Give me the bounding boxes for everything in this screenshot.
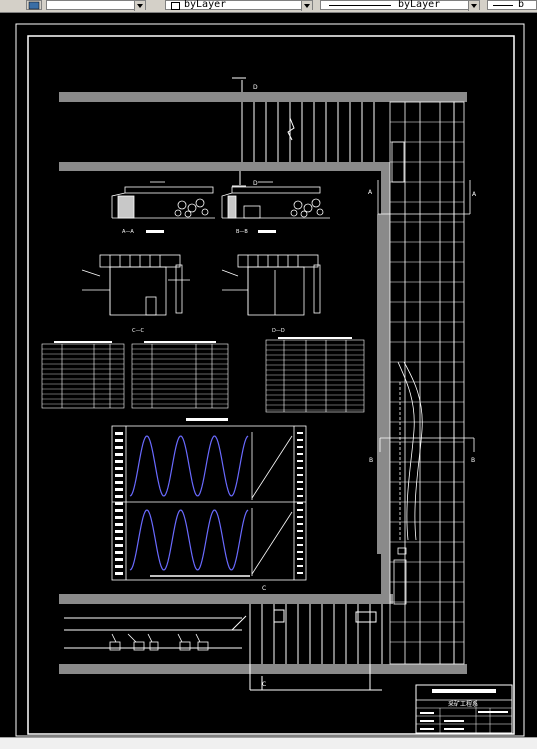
section-aa-label: A—A xyxy=(122,229,134,235)
section-bb-label: B—B xyxy=(236,229,248,235)
track-equipment xyxy=(109,633,209,651)
line-preview xyxy=(493,5,513,6)
section-cc-label: C—C xyxy=(132,328,144,334)
marker-b-right: B xyxy=(471,457,475,464)
marker-d-top: D xyxy=(253,84,258,91)
marker-b-left: B xyxy=(369,457,373,464)
chevron-down-icon[interactable] xyxy=(301,1,312,11)
right-column-curves xyxy=(377,141,475,605)
chevron-down-icon[interactable] xyxy=(134,1,145,11)
right-column xyxy=(389,101,465,665)
color-dropdown[interactable]: b xyxy=(487,0,537,10)
table-1 xyxy=(41,343,125,409)
marker-c-bottom: C xyxy=(262,681,266,688)
blast-chart-panel xyxy=(111,418,307,581)
table-rows xyxy=(42,337,364,411)
lineweight-label: byLayer xyxy=(398,0,441,10)
drawing-canvas[interactable]: 采矿工程系 D D xyxy=(0,13,537,737)
chevron-down-icon[interactable] xyxy=(468,1,479,11)
blast-waves xyxy=(129,435,249,571)
marker-c-top: C xyxy=(262,585,266,592)
section-dd-label: D—D xyxy=(272,328,285,334)
marker-d-mid: D xyxy=(253,180,258,187)
title-block-title: 采矿工程系 xyxy=(448,700,478,708)
title-block: 采矿工程系 xyxy=(415,684,513,734)
table-2 xyxy=(131,343,229,409)
properties-toolbar: byLayer byLayer b xyxy=(0,0,537,13)
ladder-lines-top xyxy=(232,77,375,187)
status-bar xyxy=(0,737,537,749)
inner-border xyxy=(27,35,515,735)
right-column-rows xyxy=(390,121,464,643)
linetype-dropdown[interactable]: byLayer xyxy=(165,0,313,11)
marker-a-right: A xyxy=(472,191,477,198)
marker-a-left: A xyxy=(368,189,373,196)
panel-ticks xyxy=(115,432,303,575)
table-3 xyxy=(265,339,365,413)
roadway-bands xyxy=(59,92,467,674)
layer-dropdown[interactable] xyxy=(46,0,146,11)
cad-drawing: 采矿工程系 D D xyxy=(15,23,525,737)
section-c-sketch xyxy=(81,254,190,316)
ladder-lines-bottom xyxy=(64,604,383,691)
lineweight-dropdown[interactable]: byLayer xyxy=(320,0,480,11)
section-b-sketch xyxy=(221,181,330,219)
outer-border xyxy=(15,23,525,737)
section-a-sketch xyxy=(111,181,215,219)
color-label: b xyxy=(518,0,525,10)
layer-state-icon[interactable] xyxy=(26,0,42,10)
color-swatch-icon xyxy=(171,2,180,10)
linetype-label: byLayer xyxy=(184,0,227,10)
section-d-sketch xyxy=(221,254,321,316)
line-preview xyxy=(329,5,391,6)
